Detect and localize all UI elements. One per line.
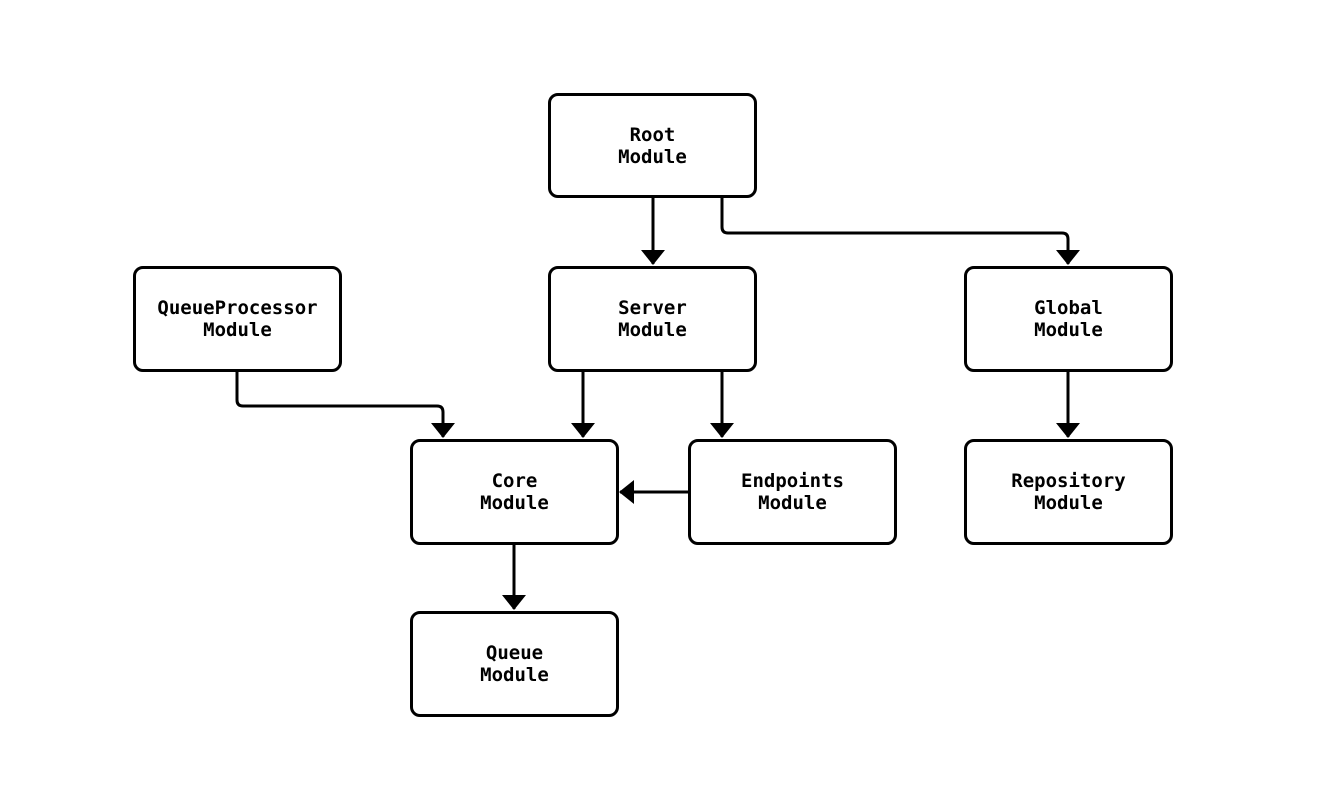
edge-root-to-global — [720, 198, 1080, 265]
node-label: Repository Module — [1011, 470, 1126, 514]
node-label: QueueProcessor Module — [157, 297, 318, 341]
edge-queueprocessor-to-core — [235, 372, 455, 438]
node-label: Global Module — [1034, 297, 1103, 341]
node-root-module: Root Module — [548, 93, 757, 198]
node-core-module: Core Module — [410, 439, 619, 545]
node-label: Server Module — [618, 297, 687, 341]
node-label: Root Module — [618, 123, 687, 168]
node-label: Endpoints Module — [741, 470, 844, 514]
node-queue-module: Queue Module — [410, 611, 619, 717]
edges-group — [235, 198, 1080, 610]
node-endpoints-module: Endpoints Module — [688, 439, 897, 545]
node-label: Queue Module — [480, 642, 549, 686]
node-global-module: Global Module — [964, 266, 1173, 372]
node-repository-module: Repository Module — [964, 439, 1173, 545]
node-label: Core Module — [480, 470, 549, 514]
node-server-module: Server Module — [548, 266, 757, 372]
node-queueprocessor-module: QueueProcessor Module — [133, 266, 342, 372]
